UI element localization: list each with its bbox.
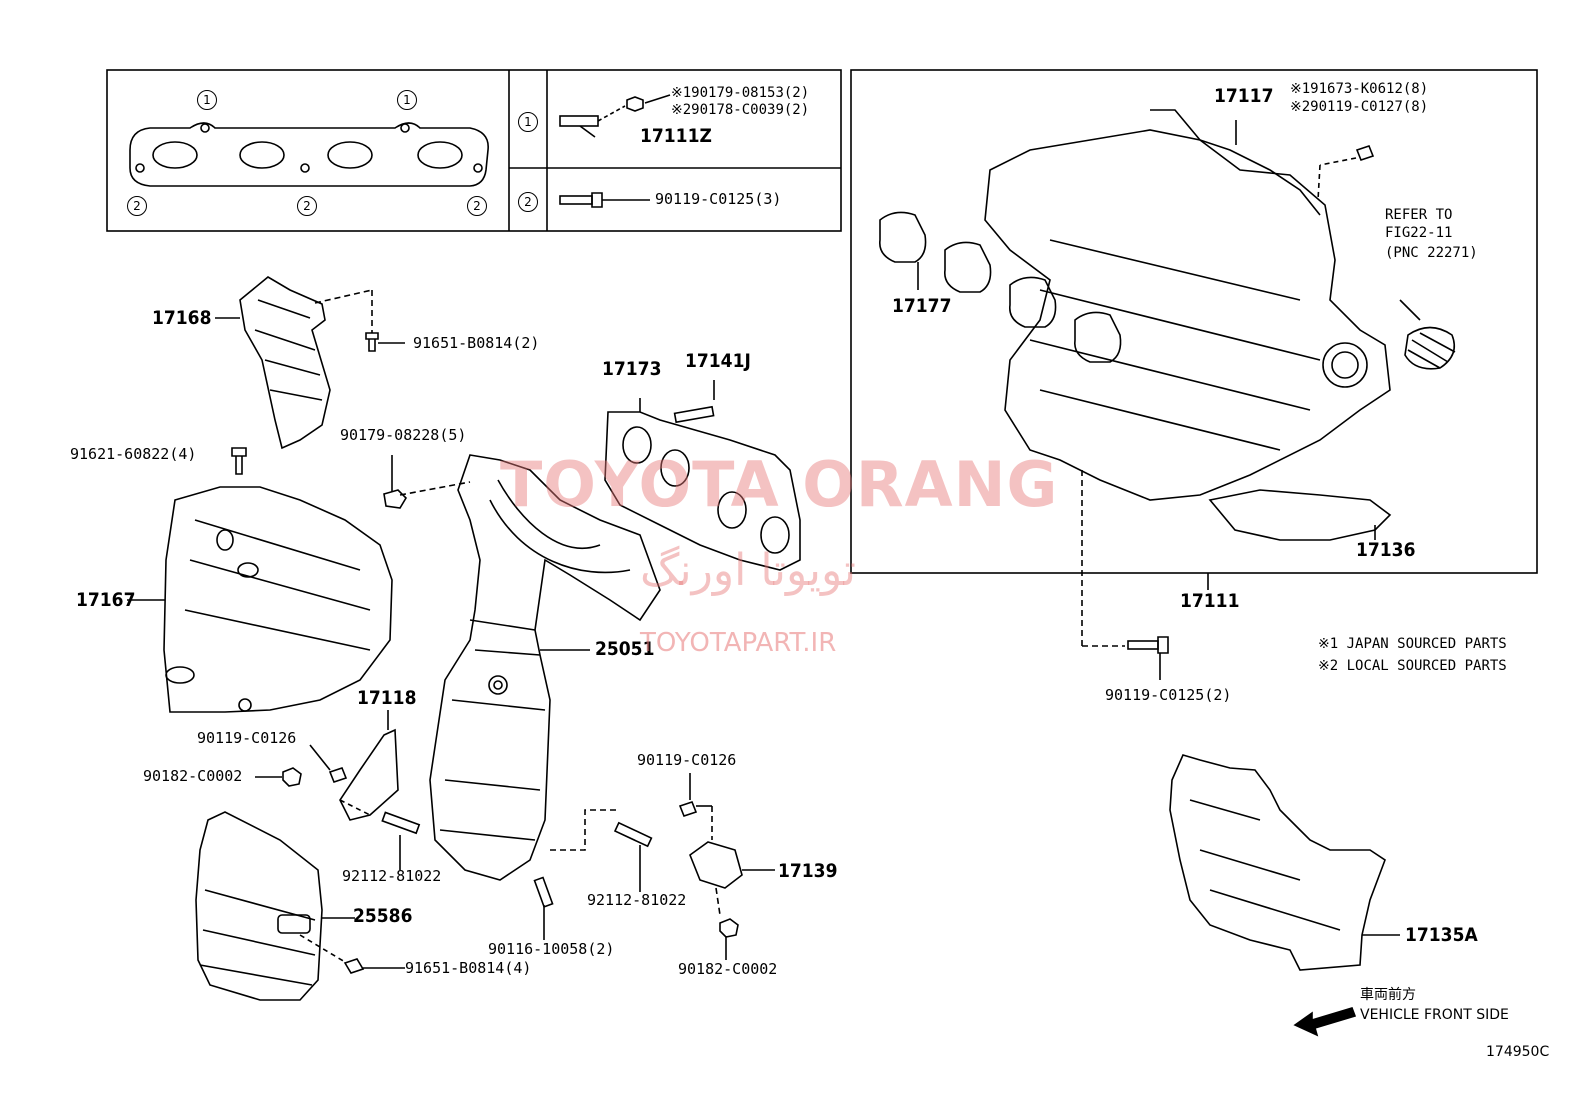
callout-1-right: 1 [397, 90, 417, 110]
figure-code: 174950C [1486, 1044, 1550, 1060]
note-local-sourced: ※2 LOCAL SOURCED PARTS [1318, 658, 1507, 674]
throttle-gasket [1404, 326, 1456, 370]
part-90119-c0126-left: 90119-C0126 [197, 729, 297, 747]
part-17111z: 17111Z [640, 125, 712, 147]
bracket-17118 [339, 728, 399, 821]
insulator-17167 [163, 486, 393, 713]
part-17139: 17139 [778, 860, 838, 882]
row-1-callout: 1 [518, 112, 538, 132]
watermark-brand: TOYOTA ORANG [500, 448, 1059, 521]
part-17177: 17177 [892, 295, 952, 317]
intake-manifold-17111 [984, 129, 1391, 501]
cover-17135a [1169, 754, 1386, 971]
exhaust-gasket-drawing [129, 122, 489, 187]
callout-2-left: 2 [127, 196, 147, 216]
note-japan-sourced: ※1 JAPAN SOURCED PARTS [1318, 636, 1507, 652]
insulator-17136 [1208, 489, 1392, 541]
part-17173: 17173 [602, 358, 662, 380]
part-17111: 17111 [1180, 590, 1240, 612]
part-25586: 25586 [353, 905, 413, 927]
part-90119-c0126-right: 90119-C0126 [637, 751, 737, 769]
intake-manifold-frame [850, 69, 1538, 574]
part-90182-left: 90182-C0002 [143, 767, 243, 785]
part-91651-b0814-4: 91651-B0814(4) [405, 959, 532, 977]
part-91651-b0814-2: 91651-B0814(2) [413, 334, 540, 352]
row-2-callout: 2 [518, 192, 538, 212]
part-17136: 17136 [1356, 539, 1416, 561]
insulator-17168 [239, 276, 331, 450]
part-191673: ※191673-K0612(8) [1290, 81, 1429, 97]
watermark-persian: تویوتا اورنگ [640, 545, 856, 596]
part-90179: 90179-08228(5) [340, 426, 467, 444]
insulator-25586 [195, 811, 323, 1001]
part-190179: ※190179-08153(2) [671, 85, 810, 101]
gasket-inset-frame [106, 69, 842, 232]
part-92112-left: 92112-81022 [342, 867, 442, 885]
direction-en: VEHICLE FRONT SIDE [1360, 1007, 1509, 1023]
part-90116: 90116-10058(2) [488, 940, 615, 958]
watermark-url: TOYOTAPART.IR [640, 628, 837, 658]
bracket-17139 [689, 841, 743, 889]
gasket-17173 [604, 411, 801, 571]
callout-1-left: 1 [197, 90, 217, 110]
part-91621: 91621-60822(4) [70, 445, 197, 463]
front-arrow-icon [1293, 1007, 1357, 1037]
callout-2-right: 2 [467, 196, 487, 216]
part-290119: ※290119-C0127(8) [1290, 99, 1429, 115]
part-290178: ※290178-C0039(2) [671, 102, 810, 118]
part-17167: 17167 [76, 589, 136, 611]
callout-2-mid: 2 [297, 196, 317, 216]
part-90119-c0125-3: 90119-C0125(3) [655, 190, 782, 208]
part-17135a: 17135A [1405, 924, 1478, 946]
gasket-17177 [878, 211, 927, 263]
part-92112-right: 92112-81022 [587, 891, 687, 909]
direction-jp: 車両前方 [1360, 987, 1416, 1003]
part-17117: 17117 [1214, 85, 1274, 107]
part-17168: 17168 [152, 307, 212, 329]
refer-line-3: (PNC 22271) [1385, 245, 1478, 261]
part-90119-c0125-2: 90119-C0125(2) [1105, 686, 1232, 704]
part-90182-right: 90182-C0002 [678, 960, 778, 978]
part-25051: 25051 [595, 638, 655, 660]
refer-line-2: FIG22-11 [1385, 225, 1453, 241]
part-17141j: 17141J [685, 350, 751, 372]
refer-line-1: REFER TO [1385, 207, 1453, 223]
part-17118: 17118 [357, 687, 417, 709]
